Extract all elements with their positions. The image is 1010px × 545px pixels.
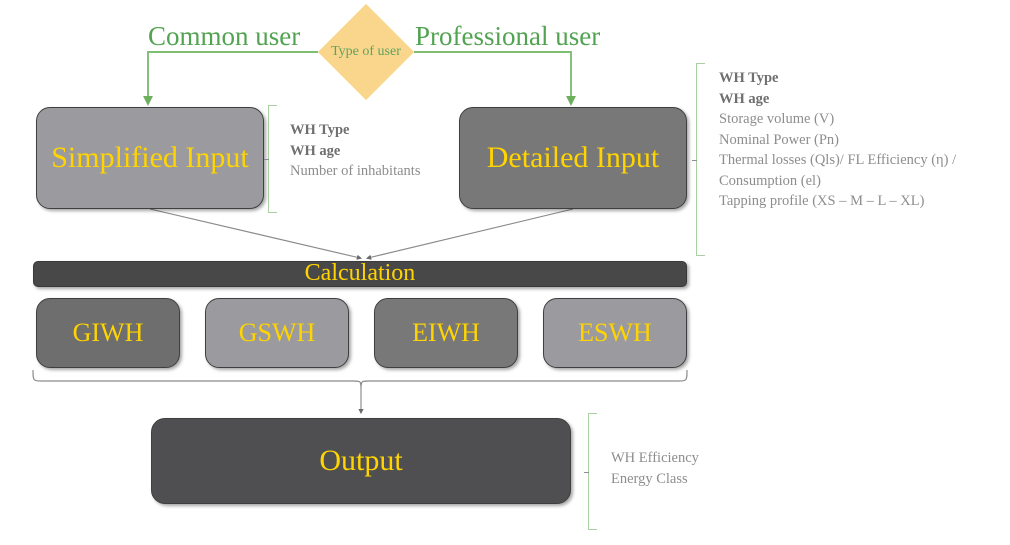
- bracket-detailed-input: [692, 63, 705, 256]
- bracket-output: [584, 413, 597, 530]
- annotation-line: Nominal Power (Pn): [719, 131, 840, 148]
- annotation-line: WH Type: [719, 70, 779, 86]
- connector-common-user: [143, 51, 318, 106]
- bracket-simplified-input: [264, 105, 277, 213]
- annotation-line: WH age: [719, 90, 770, 107]
- annotation-line: Number of inhabitants: [290, 163, 421, 180]
- node-calculation[interactable]: Calculation: [33, 261, 687, 287]
- node-simplified-input[interactable]: Simplified Input: [36, 107, 264, 209]
- node-output[interactable]: Output: [151, 418, 571, 504]
- annotation-simplified-input: WH Type WH age Number of inhabitants: [290, 120, 420, 182]
- annotation-line: Thermal losses (Qls)/ FL Efficiency (η) …: [719, 152, 957, 169]
- annotation-line: WH age: [290, 142, 341, 159]
- connector-professional-user: [414, 51, 576, 106]
- branch-label-professional-user: Professional user: [415, 21, 601, 51]
- node-model-giwh[interactable]: GIWH: [36, 298, 180, 368]
- model-group-brace: [32, 369, 688, 391]
- annotation-line: WH Efficiency: [611, 450, 699, 466]
- connector-simplified-to-calculation: [149, 208, 363, 260]
- annotation-line: Storage volume (V): [719, 111, 835, 128]
- decision-label: Type of user: [331, 44, 401, 59]
- node-model-gswh[interactable]: GSWH: [205, 298, 349, 368]
- annotation-line: WH Type: [290, 122, 350, 138]
- annotation-output: WH Efficiency Energy Class: [611, 448, 699, 489]
- branch-label-common-user: Common user: [148, 21, 301, 51]
- annotation-line: Consumption (el): [719, 172, 821, 189]
- node-detailed-input[interactable]: Detailed Input: [459, 107, 687, 209]
- annotation-line: Tapping profile (XS – M – L – XL): [719, 193, 925, 210]
- node-model-eiwh[interactable]: EIWH: [374, 298, 518, 368]
- annotation-detailed-input: WH Type WH age Storage volume (V) Nomina…: [719, 68, 956, 212]
- decision-diamond[interactable]: Type of user: [317, 3, 415, 101]
- node-model-eswh[interactable]: ESWH: [543, 298, 687, 368]
- annotation-line: Energy Class: [611, 470, 688, 487]
- connector-detailed-to-calculation: [365, 208, 574, 260]
